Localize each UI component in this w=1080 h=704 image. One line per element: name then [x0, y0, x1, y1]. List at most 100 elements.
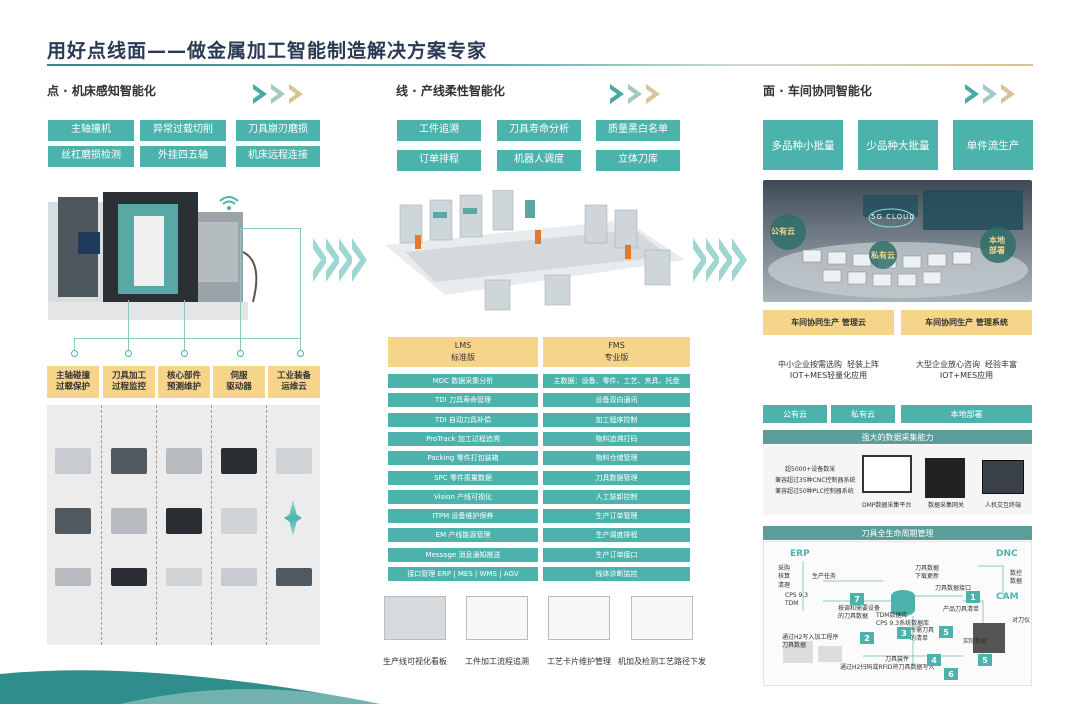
- tool-lifecycle-bar: 刀具全生命周期管理: [763, 526, 1032, 540]
- data-stat-3: 兼容超过50种PLC控制器系统: [775, 488, 854, 495]
- device-image: [55, 568, 91, 586]
- screen-caption: 生产线可视化看板: [383, 657, 447, 666]
- gateway-image: [925, 458, 965, 498]
- screen-caption: 工艺卡片维护管理: [547, 657, 611, 666]
- mgmt-desc-sme: 中小企业按需选购 轻装上阵 IOT+MES轻量化应用: [777, 359, 880, 380]
- tool-flow-label: 生产任务: [812, 573, 837, 580]
- tool-step-number: 4: [927, 654, 941, 666]
- screen-caption: 工件加工流程追溯: [465, 657, 529, 666]
- device-image: [111, 448, 147, 474]
- lms-module-row: TDI 自动刀具补偿: [388, 412, 538, 427]
- wifi-icon: [218, 194, 240, 212]
- monitor-screen-image: [466, 596, 528, 640]
- deploy-local: 本地部署: [901, 405, 1032, 423]
- point-feature-button: 异常过载切削: [140, 120, 226, 141]
- title-rule: [47, 64, 1033, 66]
- section-plane-title: 面 · 车间协同智能化: [763, 84, 872, 98]
- tool-step-number: 5: [939, 626, 953, 638]
- lms-module-row: TDI 刀具寿命管理: [388, 393, 538, 408]
- fms-module-row: 刀具数据管理: [543, 470, 690, 485]
- divider: [156, 405, 157, 645]
- device-image: [166, 508, 202, 534]
- fms-module-row: 生产订单接口: [543, 547, 690, 562]
- chevron-icon: [610, 84, 664, 104]
- point-feature-button: 刀具崩刃磨损: [236, 120, 320, 141]
- device-image: [276, 448, 312, 474]
- tool-flow-label: 采购 核算 清理: [778, 565, 791, 589]
- lms-module-row: Packing 零件打包装箱: [388, 451, 538, 466]
- line-feature-button: 质量黑白名单: [596, 120, 680, 141]
- production-mode-button: 少品种大批量: [858, 120, 938, 170]
- tool-step-number: 1: [966, 591, 980, 603]
- mgmt-system-label: 车间协同生产 管理系统: [901, 310, 1032, 335]
- divider: [101, 405, 102, 645]
- tool-flow-label: ERP: [790, 549, 810, 559]
- tool-flow-label: DNC: [996, 549, 1018, 559]
- cloud-label-public: 公有云: [771, 227, 795, 236]
- line-feature-button: 机器人调度: [497, 150, 581, 171]
- fms-module-row: 物料追溯打码: [543, 431, 690, 446]
- point-capability-label: 核心部件 预测维护: [158, 366, 210, 398]
- monitor-screen-image: [384, 596, 446, 640]
- device-image: [166, 568, 202, 586]
- device-image: [221, 508, 257, 534]
- tool-flow-label: 数控 数据: [1010, 570, 1023, 586]
- tool-flow-label: 通过H2写入加工程序 刀具数据: [782, 634, 839, 650]
- fms-module-row: 人工装卸控制: [543, 489, 690, 504]
- fms-module-row: 线体诊断监控: [543, 567, 690, 581]
- divider: [211, 405, 212, 645]
- divider: [266, 405, 267, 645]
- flow-arrow-1: [313, 238, 367, 282]
- lms-module-row: Vision 产线可视化: [388, 489, 538, 504]
- production-mode-button: 多品种小批量: [763, 120, 843, 170]
- data-cap-gateway: 数据采集网关: [928, 502, 965, 509]
- tool-flow-label: 刀具数据接口: [935, 585, 972, 592]
- point-capability-label: 工业装备 运维云: [268, 366, 320, 398]
- lms-module-row: 接口管理 ERP | MES | WMS | AGV: [388, 567, 538, 581]
- device-image: [221, 448, 257, 474]
- lms-module-row: MDC 数据采集分析: [388, 374, 538, 388]
- mgmt-desc-large: 大型企业放心咨询 经验丰富 IOT+MES应用: [915, 359, 1018, 380]
- data-collection-bar: 强大的数据采集能力: [763, 430, 1032, 444]
- point-feature-button: 外挂四五轴: [140, 146, 226, 167]
- point-capability-label: 主轴碰撞 过载保护: [47, 366, 99, 398]
- flow-arrow-2: [693, 238, 747, 282]
- device-image: [55, 448, 91, 474]
- tool-flow-label: 所需刀具 的清单: [910, 627, 935, 643]
- production-line-image: [385, 189, 690, 320]
- cloud-label-local: 本地 部署: [989, 236, 1005, 255]
- chevron-icon: [965, 84, 1019, 104]
- fms-module-row: 加工程序控制: [543, 412, 690, 427]
- point-feature-button: 主轴撞机: [48, 120, 134, 141]
- lms-module-row: Message 消息通知推送: [388, 547, 538, 562]
- device-image: [166, 448, 202, 474]
- section-line-title: 线 · 产线柔性智能化: [396, 84, 505, 98]
- section-point-title: 点 · 机床感知智能化: [47, 84, 156, 98]
- data-stat-2: 兼容超过35种CNC控制器系统: [775, 477, 856, 484]
- fms-module-row: 主数据：设备、零件、工艺、夹具、托盘: [543, 374, 690, 388]
- lms-module-row: ProTrack 加工过程追溯: [388, 431, 538, 446]
- device-image: [55, 508, 91, 534]
- deploy-private-cloud: 私有云: [831, 405, 895, 423]
- decorative-wave: [0, 670, 380, 704]
- point-feature-button: 机床远程连接: [236, 146, 320, 167]
- tool-flow-label: 实际数据: [963, 638, 988, 645]
- data-stat-1: 超5000+设备数采: [785, 466, 836, 473]
- fms-module-row: 生产调度排程: [543, 528, 690, 543]
- fms-module-row: 设备双向通讯: [543, 393, 690, 408]
- device-image: [221, 568, 257, 586]
- device-image: [111, 568, 147, 586]
- tool-flow-label: CPS 9.3 TDM: [785, 592, 809, 608]
- lms-module-row: SPC 零件质量数据: [388, 470, 538, 485]
- device-image: [276, 568, 312, 586]
- fms-module-row: 生产订单管理: [543, 509, 690, 524]
- tool-flow-label: CAM: [996, 592, 1019, 602]
- line-feature-button: 订单排程: [397, 150, 481, 171]
- fms-module-row: 物料仓储管理: [543, 451, 690, 466]
- tool-flow-label: TDM数据库 CPS 9.3系统数据库: [876, 612, 930, 628]
- mgmt-cloud-label: 车间协同生产 管理云: [763, 310, 894, 335]
- line-feature-button: 立体刀库: [596, 150, 680, 171]
- data-cap-hmi: 人机交互终端: [985, 502, 1022, 509]
- page-title: 用好点线面——做金属加工智能制造解决方案专家: [47, 40, 488, 62]
